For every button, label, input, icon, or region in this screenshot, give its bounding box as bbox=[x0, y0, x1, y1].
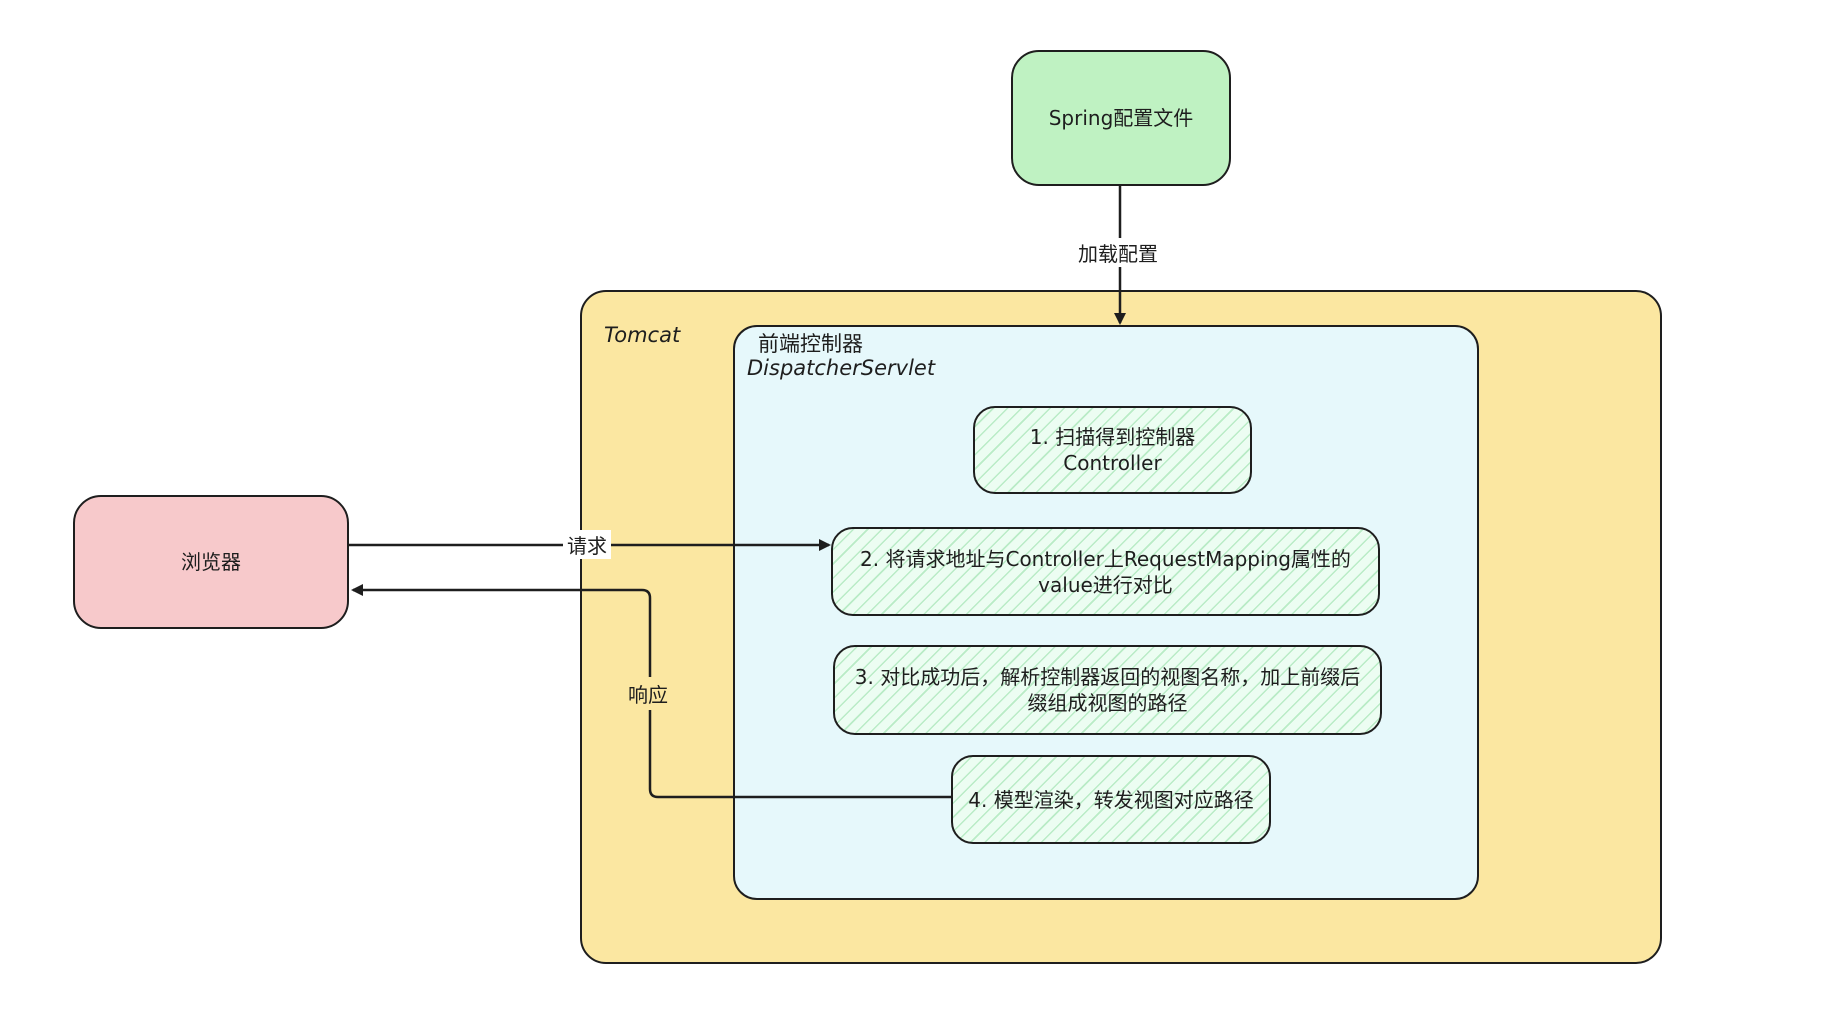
step-4-node: 4. 模型渲染，转发视图对应路径 bbox=[951, 755, 1271, 844]
step-1-node: 1. 扫描得到控制器 Controller bbox=[973, 406, 1252, 494]
dispatcher-title: 前端控制器 bbox=[758, 332, 863, 356]
response-label: 响应 bbox=[624, 677, 672, 710]
dispatcher-subtitle: DispatcherServlet bbox=[747, 356, 936, 380]
load-config-label: 加载配置 bbox=[1074, 238, 1162, 267]
step-3-node: 3. 对比成功后，解析控制器返回的视图名称，加上前缀后 缀组成视图的路径 bbox=[833, 645, 1382, 735]
browser-node: 浏览器 bbox=[73, 495, 349, 629]
step-2-node: 2. 将请求地址与Controller上RequestMapping属性的 va… bbox=[831, 527, 1380, 616]
tomcat-label: Tomcat bbox=[604, 323, 681, 347]
request-label: 请求 bbox=[563, 530, 611, 559]
spring-config-node: Spring配置文件 bbox=[1011, 50, 1231, 186]
